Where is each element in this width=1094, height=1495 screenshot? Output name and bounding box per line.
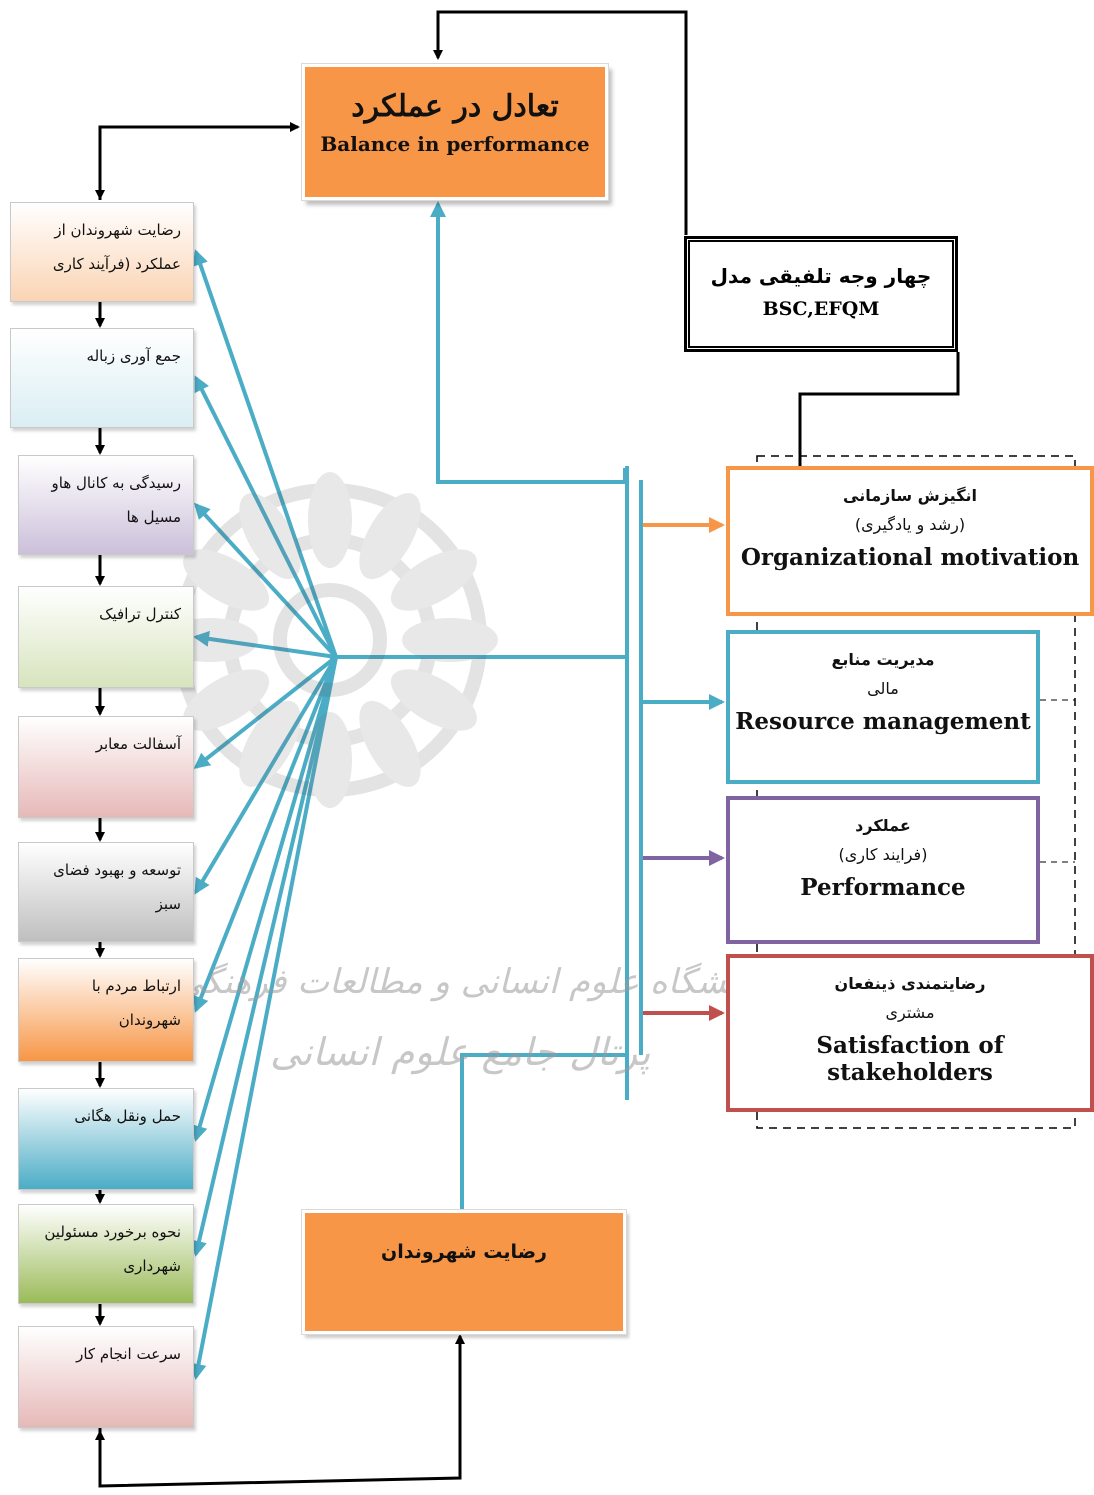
step-public-transport: حمل ونقل هگانی: [18, 1088, 194, 1190]
perspective-title-fa: رضایتمندی ذینفعان: [834, 974, 986, 993]
step-label: رسیدگی به کانال هاو مسیل ها: [51, 474, 181, 526]
hub-fan-arrow: [193, 656, 338, 1013]
perspective-sub-fa: (رشد و یادگیری): [854, 515, 966, 534]
perspective-sub-fa: (فرایند کاری): [838, 845, 928, 864]
model-title-en: BSC,EFQM: [762, 298, 880, 320]
step-traffic-control: کنترل ترافیک: [18, 586, 194, 688]
perspective-title-en: Satisfaction of stakeholders: [816, 1032, 1004, 1086]
hub-fan-arrow: [193, 502, 338, 659]
step-asphalt: آسفالت معابر: [18, 716, 194, 818]
watermark-petal: [402, 618, 498, 662]
step-label: توسعه و بهبود فضای سبز: [53, 861, 181, 913]
balance-title-fa: تعادل در عملکرد: [351, 89, 559, 124]
watermark-petal: [239, 700, 301, 787]
watermark-petal: [390, 549, 477, 611]
watermark-text-line2: پرتال جامع علوم انسانی: [270, 1030, 651, 1074]
watermark-petal: [359, 493, 421, 580]
watermark-petal: [390, 669, 477, 731]
step-label: ارتباط مردم با شهروندان: [91, 977, 181, 1029]
watermark-petal: [183, 549, 270, 611]
step-label: کنترل ترافیک: [99, 605, 181, 623]
citizen-satisfaction-label: رضایت شهروندان: [381, 1241, 547, 1263]
citizen-satisfaction-box: رضایت شهروندان: [301, 1209, 627, 1335]
citizen-to-hub: [460, 1053, 627, 1210]
hub-fan-arrow: [194, 655, 338, 895]
step-public-relations: ارتباط مردم با شهروندان: [18, 958, 194, 1062]
watermark-petal: [359, 700, 421, 787]
hub-fan-arrows: [190, 249, 338, 1380]
loop-top-connector: [433, 10, 688, 235]
watermark-petal: [239, 493, 301, 580]
perspectives-dashed-frame: [756, 455, 1076, 1129]
step-label: جمع آوری زباله: [86, 347, 181, 365]
balance-box: تعادل در عملکرد Balance in performance: [301, 63, 609, 201]
hub-fan-arrow: [190, 656, 338, 1380]
perspective-performance: عملکرد (فرایند کاری) Performance: [726, 796, 1040, 944]
watermark-petal: [308, 712, 352, 808]
perspective-resource: مدیریت منابع مالی Resource management: [726, 630, 1040, 784]
step-canals: رسیدگی به کانال هاو مسیل ها: [18, 455, 194, 555]
step-label: رضایت شهروندان از عملکرد (فرآیند کاری: [52, 221, 181, 273]
perspective-title-fa: عملکرد: [855, 816, 911, 835]
watermark-petal: [183, 669, 270, 731]
step-label: نحوه برخورد مسئولین شهرداری: [44, 1223, 181, 1275]
watermark-petal: [308, 472, 352, 568]
perspective-title-en: Resource management: [735, 708, 1031, 735]
model-to-perspectives-connector: [795, 352, 960, 482]
hub-fan-arrow: [193, 630, 337, 659]
hub-fan-arrow: [191, 656, 338, 1257]
trunk-to-balance: [430, 201, 627, 484]
perspective-title-fa: انگیزش سازمانی: [843, 486, 977, 505]
step-work-speed: سرعت انجام کار: [18, 1326, 194, 1428]
loop-balance-to-steps: [98, 122, 300, 200]
step-label: حمل ونقل هگانی: [74, 1107, 181, 1125]
hub-fan-arrow: [193, 655, 338, 769]
perspective-sub-fa: مشتری: [885, 1003, 935, 1022]
perspective-satisfaction: رضایتمندی ذینفعان مشتری Satisfaction of …: [726, 954, 1094, 1112]
perspective-title-en: Organizational motivation: [740, 544, 1080, 571]
step-label: آسفالت معابر: [95, 735, 181, 753]
watermark-rosette: [162, 472, 498, 808]
balance-title-en: Balance in performance: [320, 132, 590, 156]
model-box: چهار وجه تلفیقی مدل BSC,EFQM: [684, 236, 958, 352]
hub-fan-arrow: [191, 656, 338, 1142]
step-official-behavior: نحوه برخورد مسئولین شهرداری: [18, 1204, 194, 1304]
perspective-sub-fa: مالی: [867, 679, 899, 698]
hub-fan-arrow: [194, 375, 338, 658]
step-waste-collection: جمع آوری زباله: [10, 328, 194, 428]
step-citizen-satisfaction: رضایت شهروندان از عملکرد (فرآیند کاری: [10, 202, 194, 302]
hub-fan-arrow: [192, 249, 338, 658]
model-title-fa: چهار وجه تلفیقی مدل: [710, 264, 932, 288]
step-label: سرعت انجام کار: [76, 1345, 181, 1363]
watermark-text-line1: پژوهشگاه علوم انسانی و مطالعات فرهنگی: [176, 962, 790, 1002]
perspective-title-fa: مدیریت منابع: [831, 650, 935, 669]
perspective-motivation: انگیزش سازمانی (رشد و یادگیری) Organizat…: [726, 466, 1094, 616]
step-green-space: توسعه و بهبود فضای سبز: [18, 842, 194, 942]
perspective-title-en: Performance: [800, 874, 966, 901]
